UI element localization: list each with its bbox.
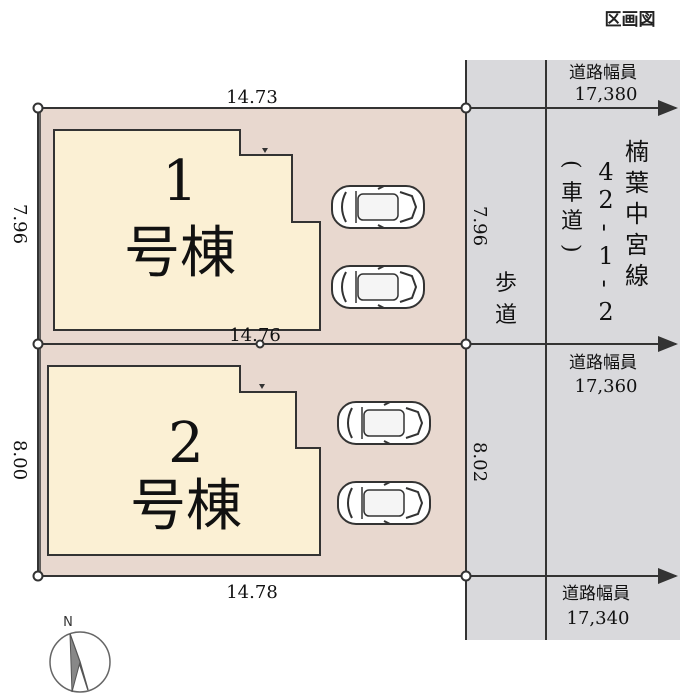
compass-north-label: N	[63, 615, 73, 630]
road-number-char: 4	[598, 158, 613, 186]
lot-1-left-depth: 7.96	[9, 204, 30, 244]
lot-2-name: 号棟	[130, 474, 242, 539]
road-type-char: 道	[561, 209, 583, 234]
lot-1-right-depth: 7.96	[469, 206, 490, 246]
survey-points	[32, 102, 472, 582]
parking-car-1a	[331, 185, 425, 229]
lot-2-left-depth: 8.00	[9, 440, 30, 480]
sidewalk-area	[466, 60, 546, 640]
building-1	[53, 129, 321, 331]
lot-1-bottom-width: 14.76	[229, 325, 281, 346]
road-type-char: 車	[561, 181, 583, 206]
lot-1-top-width: 14.73	[226, 87, 278, 108]
lot-2-right-depth: 8.02	[469, 442, 490, 482]
north-compass-icon: N	[49, 615, 111, 693]
road-width-value-3: 17,340	[567, 608, 630, 629]
road-number: 42-1-2	[592, 158, 620, 326]
road-type-char: )	[558, 244, 583, 253]
lot-1-name: 号棟	[124, 221, 236, 286]
road-type-char: (	[558, 160, 583, 169]
header-label: 区画図	[605, 10, 656, 30]
road-width-value-2: 17,360	[575, 376, 638, 397]
road-width-value-1: 17,380	[575, 84, 638, 105]
parking-car-2a	[337, 401, 431, 445]
sidewalk-label-char: 歩	[495, 271, 517, 296]
entrance-marker-2	[259, 384, 265, 389]
road-name-char: 宮	[625, 231, 649, 259]
road-type: ( 車道)	[558, 160, 583, 253]
entrance-marker-1	[262, 148, 268, 153]
parking-car-2b	[337, 481, 431, 525]
sidewalk-label-char: 道	[495, 303, 517, 328]
sidewalk-label: 歩道	[495, 271, 517, 328]
road-number-char: 2	[598, 298, 613, 326]
road-area	[546, 60, 680, 640]
road-number-char: 1	[598, 242, 613, 270]
road-number-char: 2	[598, 186, 613, 214]
road-number-char: -	[592, 224, 620, 232]
road-width-caption-3: 道路幅員	[562, 584, 630, 604]
road-width-caption-1: 道路幅員	[569, 63, 637, 83]
road-width-caption-2: 道路幅員	[569, 353, 637, 373]
lot-2-bottom-width: 14.78	[226, 582, 278, 603]
road-name-char: 葉	[625, 169, 649, 197]
road-name-char: 線	[625, 262, 649, 290]
lot-1-number: 1	[162, 149, 198, 214]
road-name-char: 中	[625, 200, 649, 228]
road-number-char: -	[592, 280, 620, 288]
road-name-char: 楠	[625, 138, 649, 166]
lot-2-number: 2	[168, 411, 204, 476]
parking-car-1b	[331, 265, 425, 309]
building-2	[47, 365, 321, 556]
